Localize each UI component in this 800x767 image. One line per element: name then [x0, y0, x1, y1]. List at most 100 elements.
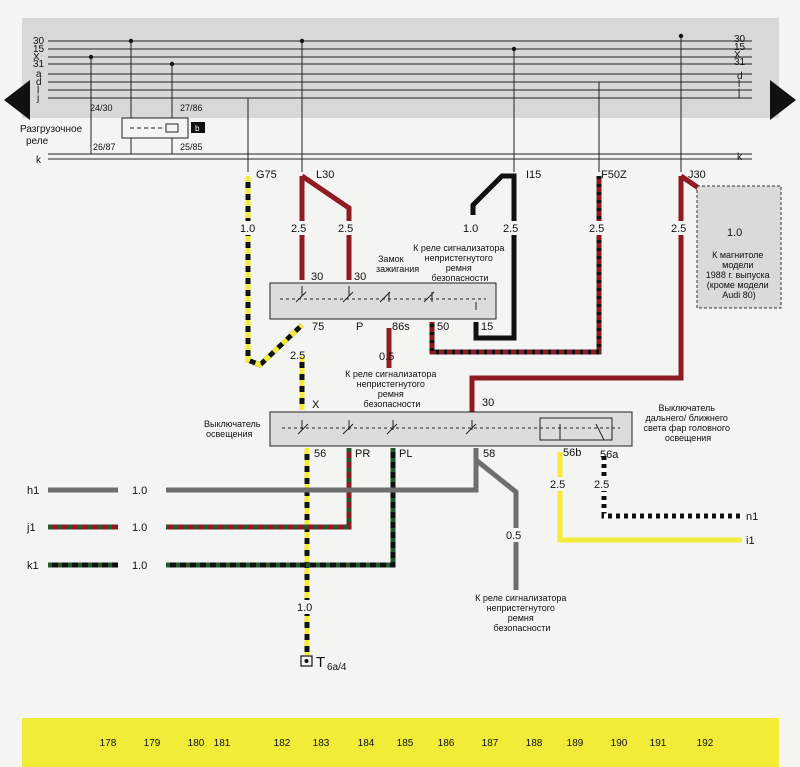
wire-g75-base: [245, 176, 304, 368]
radio-note-line-5: Audi 80): [722, 290, 756, 300]
bus-drops: [90, 36, 752, 172]
footer-number: 183: [313, 738, 330, 749]
relay-pin-26-87: 26/87: [93, 142, 116, 152]
edge-k1: k1: [27, 560, 39, 572]
wire-f50z-stripe: [429, 176, 602, 355]
edge-j1: j1: [26, 522, 36, 534]
radio-note: 1.0 К магнитоле модели 1988 г. выпуска (…: [696, 185, 782, 309]
beam-pin-56b: 56b: [563, 447, 581, 459]
seatbelt-top-line-1: К реле сигнализатора: [413, 243, 504, 253]
edge-i1: i1: [746, 535, 755, 547]
light-pin-56: 56: [314, 448, 326, 460]
size-g75: 1.0: [240, 223, 255, 235]
bus-label-right-31: 31: [734, 57, 746, 68]
bus-label-left-x: X: [33, 52, 40, 63]
bus-label-right-k: k: [737, 152, 743, 163]
edge-n1: n1: [746, 511, 758, 523]
bus-label-right-d: d: [737, 71, 743, 82]
seatbelt-mid-line-2: непристегнутого: [357, 379, 425, 389]
prev-page-arrow-icon[interactable]: [4, 80, 30, 120]
radio-note-line-3: 1988 г. выпуска: [706, 270, 770, 280]
bus-label-left-d: d: [36, 77, 42, 88]
seatbelt-mid-line-3: ремня: [378, 389, 404, 399]
beam-switch-label-line-3: света фар головного: [644, 423, 730, 433]
footer-number: 182: [274, 738, 291, 749]
bus-label-right-x: X: [734, 50, 741, 61]
bus-label-left-l: l: [37, 85, 39, 96]
light-switch: [269, 411, 633, 447]
size-k1: 1.0: [132, 560, 147, 572]
bus-label-left-31: 31: [33, 59, 45, 70]
next-page-arrow-icon[interactable]: [770, 80, 796, 120]
beam-switch-label-line-4: освещения: [665, 433, 711, 443]
terminal-j30: J30: [688, 169, 706, 181]
ignition-pin-30-a: 30: [311, 271, 323, 283]
wire-size-labels: 1.0 2.5 2.5 1.0 2.5 2.5 2.5 2.5 0.5 0.5 …: [132, 221, 694, 614]
footer-number: 192: [697, 738, 714, 749]
footer-number: 191: [650, 738, 667, 749]
relay-tag-box: [191, 122, 205, 133]
seatbelt-top-line-4: безопасности: [432, 273, 489, 283]
light-pin-58: 58: [483, 448, 495, 460]
footer-band: [22, 718, 779, 767]
bus-label-right-l: l: [738, 79, 740, 90]
relay-label-line-1: Разгрузочное: [20, 124, 83, 135]
ignition-label: Замок зажигания: [376, 254, 419, 274]
seatbelt-note-top: К реле сигнализатора непристегнутого рем…: [413, 243, 507, 283]
radio-note-line-4: (кроме модели: [707, 280, 769, 290]
relay-tag: b: [195, 124, 200, 133]
footer-number: 181: [214, 738, 231, 749]
bus-label-right-j: j: [737, 88, 740, 99]
ignition-label-line-2: зажигания: [376, 264, 419, 274]
size-j30: 2.5: [671, 223, 686, 235]
footer-number: 186: [438, 738, 455, 749]
size-58: 0.5: [506, 530, 521, 542]
bus-band: [22, 18, 779, 118]
bus-label-left-j: j: [36, 93, 39, 104]
wire-l30-b: [300, 173, 352, 280]
ignition-pin-p: P: [356, 321, 363, 333]
seatbelt-top-line-3: ремня: [446, 263, 472, 273]
bus-label-left-15: 15: [33, 44, 45, 55]
relay-pin-24-30: 24/30: [90, 103, 113, 113]
wire-58-down: [474, 458, 519, 590]
light-pin-pr: PR: [355, 448, 370, 460]
seatbelt-note-mid: К реле сигнализатора непристегнутого рем…: [345, 369, 439, 409]
footer-number: 178: [100, 738, 117, 749]
size-56a: 2.5: [594, 479, 609, 491]
terminal-l30: L30: [316, 169, 334, 181]
size-f50z: 2.5: [589, 223, 604, 235]
footer-number: 179: [144, 738, 161, 749]
size-56: 1.0: [297, 602, 312, 614]
ignition-pin-86s: 86s: [392, 321, 410, 333]
ignition-label-line-1: Замок: [378, 254, 404, 264]
radio-note-text: К магнитоле модели 1988 г. выпуска (кром…: [706, 250, 772, 300]
footer-number: 184: [358, 738, 375, 749]
size-56b: 2.5: [550, 479, 565, 491]
seatbelt-bottom-line-4: безопасности: [494, 623, 551, 633]
light-pin-x: X: [312, 399, 320, 411]
wire-j30: [469, 176, 684, 412]
edge-h1: h1: [27, 485, 39, 497]
seatbelt-bottom-line-2: непристегнутого: [487, 603, 555, 613]
wire-pr-stripe: [166, 448, 352, 530]
relay-pin-25-85: 25/85: [180, 142, 203, 152]
size-l30-a: 2.5: [291, 223, 306, 235]
footer-number: 185: [397, 738, 414, 749]
size-radio: 1.0: [727, 227, 742, 239]
beam-switch-label-line-2: дальнего/ ближнего: [646, 413, 728, 423]
connector-suffix: 6a/4: [327, 662, 347, 673]
size-i15-a: 1.0: [463, 223, 478, 235]
seatbelt-mid-line-4: безопасности: [364, 399, 421, 409]
size-h1: 1.0: [132, 485, 147, 497]
ignition-pin-30-b: 30: [354, 271, 366, 283]
size-j1: 1.0: [132, 522, 147, 534]
seatbelt-bottom-line-1: К реле сигнализатора: [475, 593, 566, 603]
radio-note-line-1: К магнитоле: [712, 250, 763, 260]
size-75: 2.5: [290, 350, 305, 362]
terminal-g75: G75: [256, 169, 277, 181]
wire-pl-base: [166, 448, 396, 568]
